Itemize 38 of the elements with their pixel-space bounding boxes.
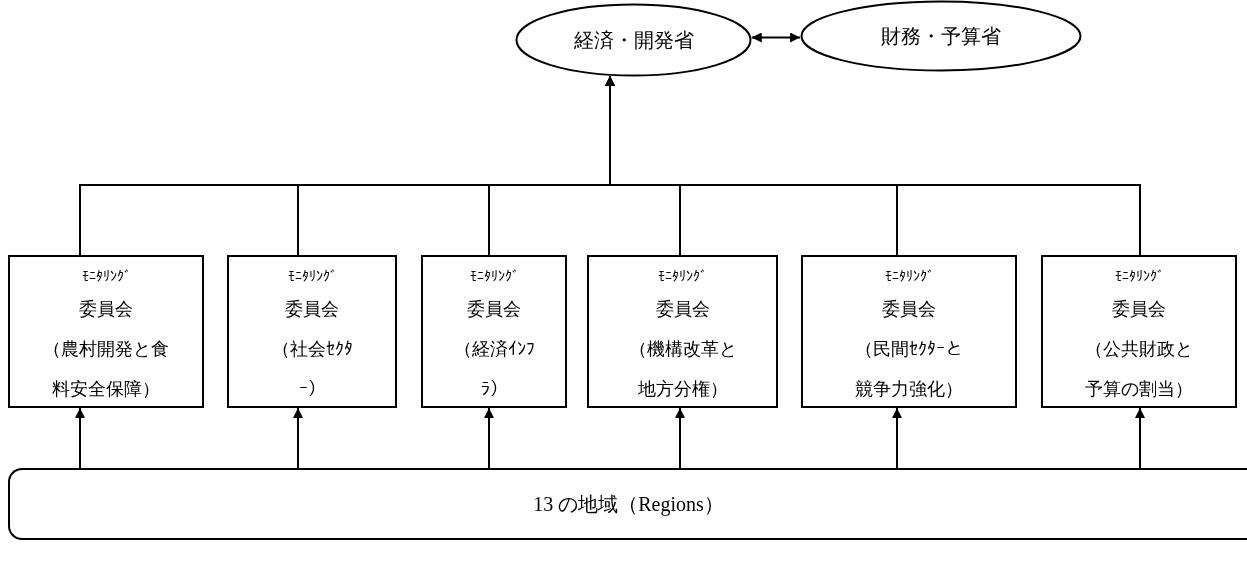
ministry-name: 経済・開発省	[573, 27, 694, 53]
arrow	[892, 407, 902, 469]
regions-box	[8, 468, 1247, 540]
committee-box	[1041, 255, 1237, 408]
arrow	[75, 407, 85, 469]
arrow	[484, 407, 494, 469]
arrow	[1135, 407, 1145, 469]
committee-kind: ﾓﾆﾀﾘﾝｸﾞ	[81, 268, 131, 286]
committee-kind: ﾓﾆﾀﾘﾝｸﾞ	[658, 268, 707, 286]
committee-topic: （公共財政と予算の割当）	[1084, 338, 1194, 401]
ministry-name: 財務・予算省	[881, 23, 1001, 49]
committee-kind: ﾓﾆﾀﾘﾝｸﾞ	[1114, 268, 1164, 286]
committee-kind: ﾓﾆﾀﾘﾝｸﾞ	[884, 268, 934, 286]
ministry-ellipse	[515, 3, 752, 77]
committee-box	[801, 255, 1017, 408]
ministry-ellipse	[800, 0, 1082, 72]
arrow	[605, 75, 1141, 256]
committee-topic: （機構改革と地方分権）	[627, 338, 738, 401]
committee-title: 委員会	[467, 298, 521, 321]
regions-label: 13 の地域（Regions）	[533, 491, 724, 518]
committee-title: 委員会	[285, 298, 339, 321]
committee-box	[587, 255, 778, 408]
committee-box	[421, 255, 567, 408]
committee-box	[8, 255, 204, 408]
committee-topic: （経済ｲﾝﾌﾗ）	[452, 338, 536, 401]
arrow	[675, 407, 685, 469]
committee-title: 委員会	[655, 298, 710, 321]
arrow	[293, 407, 303, 469]
arrow	[750, 32, 802, 43]
committee-kind: ﾓﾆﾀﾘﾝｸﾞ	[287, 268, 337, 286]
committee-topic: （農村開発と食料安全保障）	[42, 338, 170, 401]
committee-box	[227, 255, 397, 408]
committee-title: 委員会	[1112, 298, 1166, 321]
committee-topic: （社会ｾｸﾀｰ）	[270, 338, 354, 401]
committee-kind: ﾓﾆﾀﾘﾝｸﾞ	[469, 268, 519, 286]
committee-topic: （民間ｾｸﾀｰと競争力強化）	[854, 338, 964, 401]
committee-title: 委員会	[79, 298, 133, 321]
committee-title: 委員会	[882, 298, 936, 321]
